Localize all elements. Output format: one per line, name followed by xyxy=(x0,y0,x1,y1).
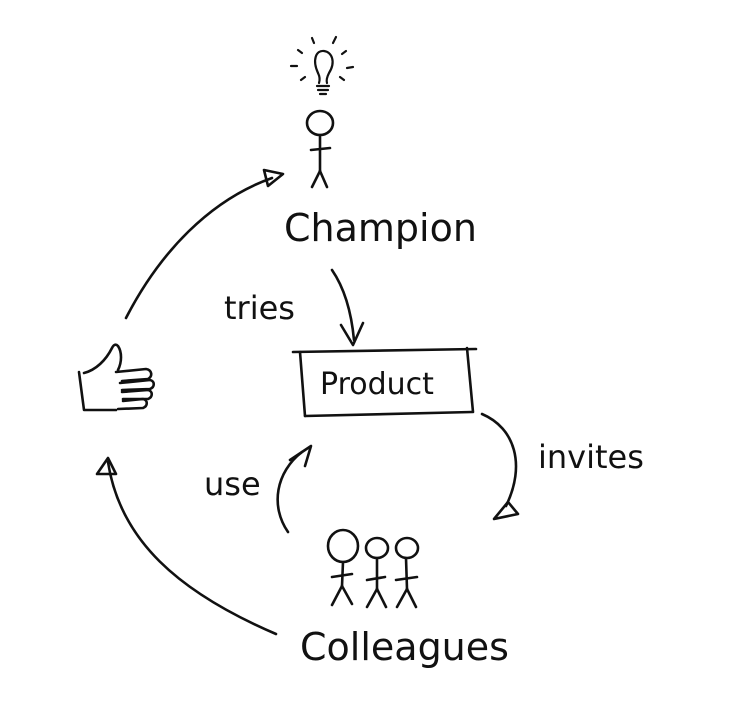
colleagues-stick-figures-icon xyxy=(326,528,420,609)
invites-label: invites xyxy=(538,438,644,476)
champion-label: Champion xyxy=(284,206,477,250)
use-label: use xyxy=(204,465,261,503)
tries-label: tries xyxy=(224,289,295,327)
colleagues-to-thumbs-arrow xyxy=(95,456,278,636)
colleagues-label: Colleagues xyxy=(300,625,509,669)
invites-arrow xyxy=(480,412,520,521)
tries-arrow xyxy=(330,268,365,347)
champion-stick-figure-icon xyxy=(305,109,335,189)
product-box xyxy=(291,346,478,418)
thumbs-up-icon xyxy=(77,343,156,412)
product-label: Product xyxy=(320,367,434,402)
use-arrow xyxy=(276,444,313,534)
thumbs-to-champion-arrow xyxy=(124,168,285,320)
lightbulb-icon xyxy=(289,35,355,96)
